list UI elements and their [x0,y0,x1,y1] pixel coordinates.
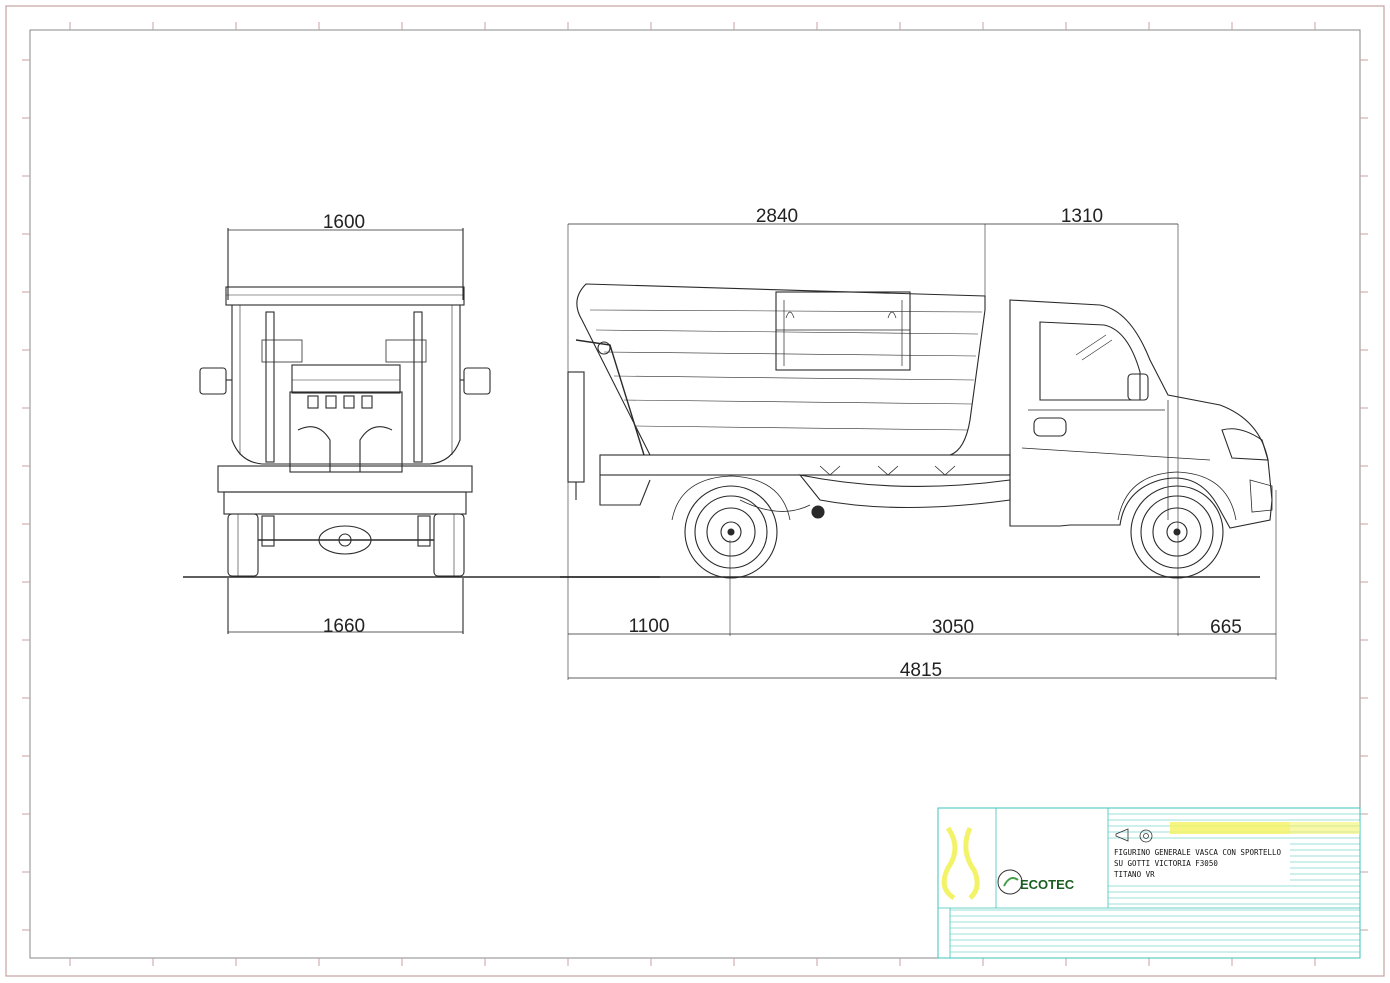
side-view [560,223,1277,680]
dim-body-length: 2840 [756,206,798,227]
dim-rear-bottom-width: 1660 [323,616,365,637]
dim-rear-top-width: 1600 [323,212,365,233]
title-line-3: TITANO VR [1114,870,1155,879]
company-logo: ECOTEC [1020,877,1075,892]
rear-view [183,228,660,634]
dim-cab-length: 1310 [1061,206,1103,227]
drawing-frame [5,5,1385,977]
title-line-1: FIGURINO GENERALE VASCA CON SPORTELLO [1114,848,1282,857]
title-block [937,807,1361,959]
dim-front-overhang: 665 [1210,617,1242,638]
dim-overall-length: 4815 [900,660,942,681]
dim-rear-overhang: 1100 [629,616,670,637]
dim-wheelbase: 3050 [932,617,974,638]
title-line-2: SU GOTTI VICTORIA F3050 [1114,859,1218,868]
